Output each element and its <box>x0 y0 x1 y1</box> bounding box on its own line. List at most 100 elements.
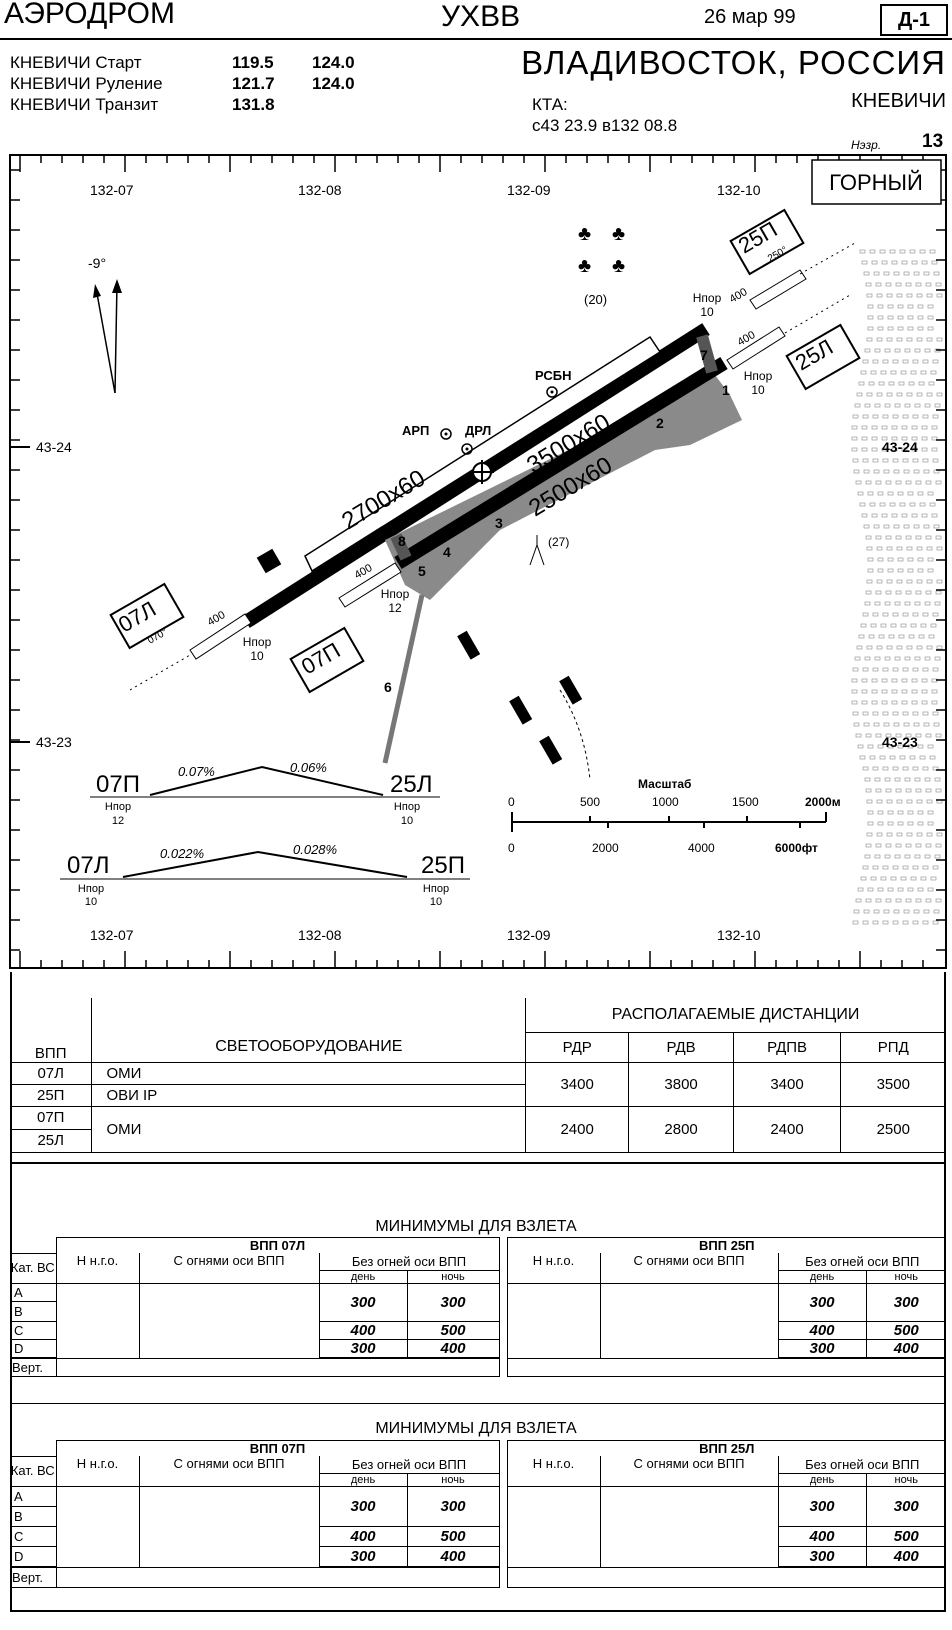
minimum-value: 300 <box>318 1338 408 1358</box>
north-arrow-icon: -9° <box>88 255 122 394</box>
col-header: РДР <box>525 1031 630 1063</box>
cat-row: B <box>10 1505 57 1527</box>
runway-heading: ВПП 25Л <box>506 1440 946 1456</box>
minimum-value: 500 <box>406 1525 500 1547</box>
col-h: Н н.г.о. <box>55 1456 140 1487</box>
minimum-value: 400 <box>865 1338 946 1358</box>
col-day: день <box>777 1269 867 1284</box>
lon-tick-label: 132-09 <box>507 182 551 198</box>
col-day: день <box>318 1269 408 1284</box>
minimum-value: 500 <box>865 1525 946 1547</box>
svg-text:6: 6 <box>384 679 392 695</box>
svg-text:25Л: 25Л <box>390 771 432 798</box>
taxiway-numbers: 1 2 3 4 5 6 7 8 <box>384 347 730 695</box>
svg-text:3: 3 <box>495 515 503 531</box>
frequency-primary: 119.5 <box>232 53 274 72</box>
minimum-value: 300 <box>406 1282 500 1322</box>
frequency-name: КНЕВИЧИ Старт <box>10 53 142 72</box>
svg-text:0: 0 <box>508 795 515 809</box>
terrain-hatch <box>851 249 943 925</box>
svg-text:25П: 25П <box>421 852 465 879</box>
lighting-value: ОВИ IP <box>91 1083 527 1107</box>
svg-text:Масштаб: Масштаб <box>638 777 691 791</box>
col-lighting: СВЕТООБОРУДОВАНИЕ <box>91 1032 527 1063</box>
col-night: ночь <box>865 1472 946 1487</box>
col-lights: С огнями оси ВПП <box>138 1253 320 1284</box>
map-frame <box>9 154 947 969</box>
svg-text:Hпор: Hпор <box>105 801 131 813</box>
frequency-list: КНЕВИЧИ Старт 119.5 124.0 КНЕВИЧИ Рулени… <box>10 52 355 115</box>
icao-code: УХВВ <box>441 0 521 33</box>
runway-heading: ВПП 07П <box>55 1440 500 1456</box>
magvar-label: Нэзр. <box>851 138 882 152</box>
svg-text:Hпор: Hпор <box>78 883 104 895</box>
runway-profile: 07П 25Л 0.07% 0.06% Hпор 12 Hпор 10 <box>90 760 440 827</box>
apron-area <box>385 375 742 600</box>
svg-text:10: 10 <box>85 896 97 908</box>
col-nolights: Без огней оси ВПП <box>318 1456 500 1473</box>
minimum-value: 400 <box>318 1320 408 1340</box>
svg-text:12: 12 <box>388 601 402 615</box>
svg-text:АРП: АРП <box>402 423 429 438</box>
svg-text:8: 8 <box>398 533 406 549</box>
cat-row: A <box>10 1282 57 1302</box>
frequency-name: КНЕВИЧИ Руление <box>10 74 163 93</box>
col-night: ночь <box>865 1269 946 1284</box>
minimum-value: 300 <box>865 1485 946 1527</box>
taxiway-6 <box>382 594 425 764</box>
lon-tick-label: 132-08 <box>298 927 342 943</box>
minimum-value: 400 <box>777 1525 867 1547</box>
frequency-row: КНЕВИЧИ Старт 119.5 124.0 <box>10 52 355 73</box>
col-nolights: Без огней оси ВПП <box>318 1253 500 1270</box>
lon-tick-label: 132-10 <box>717 182 761 198</box>
minimum-value: 500 <box>865 1320 946 1340</box>
runway-end-07p: 07П <box>289 626 365 694</box>
col-nolights: Без огней оси ВПП <box>777 1253 946 1270</box>
svg-text:2000м: 2000м <box>805 795 841 809</box>
stopway-07l <box>189 613 252 660</box>
svg-text:0.028%: 0.028% <box>293 842 337 857</box>
lat-tick-label: 43-23 <box>882 734 918 750</box>
minimum-value: 300 <box>777 1485 867 1527</box>
lon-tick-label: 132-07 <box>90 927 134 943</box>
col-lights: С огнями оси ВПП <box>599 1253 779 1284</box>
col-lights: С огнями оси ВПП <box>138 1456 320 1487</box>
runway-heading: ВПП 07Л <box>55 1237 500 1253</box>
col-header: РДВ <box>628 1031 735 1063</box>
cat-row: D <box>10 1338 57 1358</box>
col-header: РПД <box>840 1031 946 1063</box>
airport-name: КНЕВИЧИ <box>851 90 946 112</box>
header-rule <box>0 38 952 40</box>
runway-end-25p: 25П 250° <box>729 208 805 276</box>
svg-text:10: 10 <box>430 896 442 908</box>
runway-end-25l: 25Л <box>785 323 861 391</box>
minimum-value: 300 <box>318 1485 408 1527</box>
svg-text:400: 400 <box>728 286 750 306</box>
svg-text:Hпор: Hпор <box>381 587 410 601</box>
minimum-value: 300 <box>777 1282 867 1322</box>
terrain-label-box <box>811 159 942 205</box>
svg-text:РСБН: РСБН <box>535 368 571 383</box>
distance-value: 3400 <box>525 1061 630 1107</box>
col-runway: ВПП <box>10 1032 93 1063</box>
svg-text:0.07%: 0.07% <box>178 764 215 779</box>
col-night: ночь <box>406 1472 500 1487</box>
svg-text:Hпор: Hпор <box>744 369 773 383</box>
lighting-value: ОМИ <box>91 1061 527 1085</box>
cat-row: B <box>10 1300 57 1322</box>
svg-text:7: 7 <box>700 347 708 363</box>
runway-profile: 07Л 25П 0.022% 0.028% Hпор 10 Hпор 10 <box>60 842 470 908</box>
svg-text:4: 4 <box>443 544 451 560</box>
runway-id: 25Л <box>10 1128 93 1153</box>
kta-label: КТА: <box>532 95 568 114</box>
runway-id: 07П <box>10 1105 93 1130</box>
svg-text:2: 2 <box>656 415 664 431</box>
svg-text:10: 10 <box>250 649 264 663</box>
minimums-table: ВПП 07П ВПП 25Л Кат. ВС Н н.г.о. С огням… <box>10 1440 946 1588</box>
svg-text:07П: 07П <box>96 771 140 798</box>
minimums-title: МИНИМУМЫ ДЛЯ ВЗЛЕТА <box>375 1420 577 1437</box>
lighting-table: РАСПОЛАГАЕМЫЕ ДИСТАНЦИИ ВПП СВЕТООБОРУДО… <box>10 998 946 1153</box>
drl-icon: ДРЛ <box>461 423 491 455</box>
cat-label: Кат. ВС <box>10 1252 57 1284</box>
cat-row: C <box>10 1320 57 1340</box>
